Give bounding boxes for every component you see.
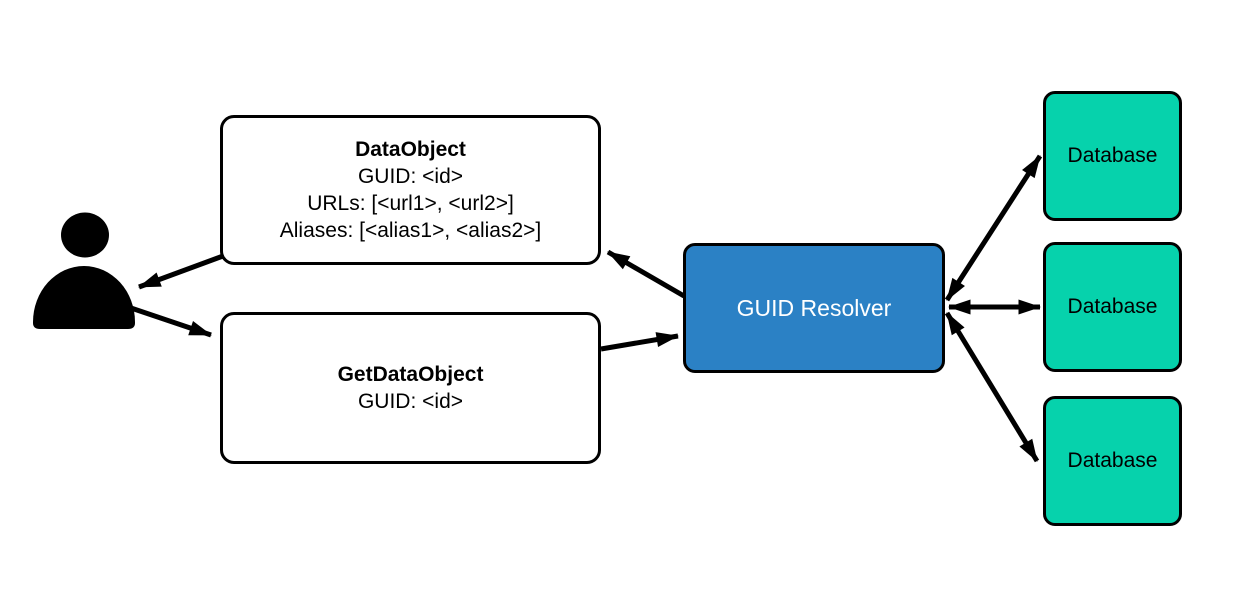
data-object-title: DataObject	[355, 138, 466, 161]
arrow-dataobject-to-user	[138, 253, 224, 290]
database-2-label: Database	[1067, 295, 1158, 318]
arrow-resolver-to-dataobject	[606, 249, 686, 299]
guid-resolver-label: GUID Resolver	[736, 294, 892, 321]
data-object-guid-line: GUID: <id>	[357, 165, 464, 188]
database-3-label: Database	[1067, 449, 1158, 472]
node-data-object: DataObject GUID: <id> URLs: [<url1>, <ur…	[220, 115, 601, 265]
get-data-object-title: GetDataObject	[337, 363, 484, 386]
arrow-getdataobject-to-resolver	[600, 332, 679, 352]
node-database-2: Database	[1043, 242, 1182, 372]
node-database-1: Database	[1043, 91, 1182, 221]
arrow-user-to-getdataobject	[130, 305, 212, 338]
data-object-aliases-line: Aliases: [<alias1>, <alias2>]	[279, 219, 542, 242]
data-object-urls-line: URLs: [<url1>, <url2>]	[307, 192, 514, 215]
get-data-object-guid-line: GUID: <id>	[357, 390, 464, 413]
database-1-label: Database	[1067, 144, 1158, 167]
node-database-3: Database	[1043, 396, 1182, 526]
node-guid-resolver: GUID Resolver	[683, 243, 945, 373]
node-get-data-object: GetDataObject GUID: <id>	[220, 312, 601, 464]
arrow-resolver-db1-two-way	[944, 154, 1043, 302]
arrow-resolver-db3-two-way	[944, 311, 1040, 463]
user-icon	[33, 212, 135, 329]
